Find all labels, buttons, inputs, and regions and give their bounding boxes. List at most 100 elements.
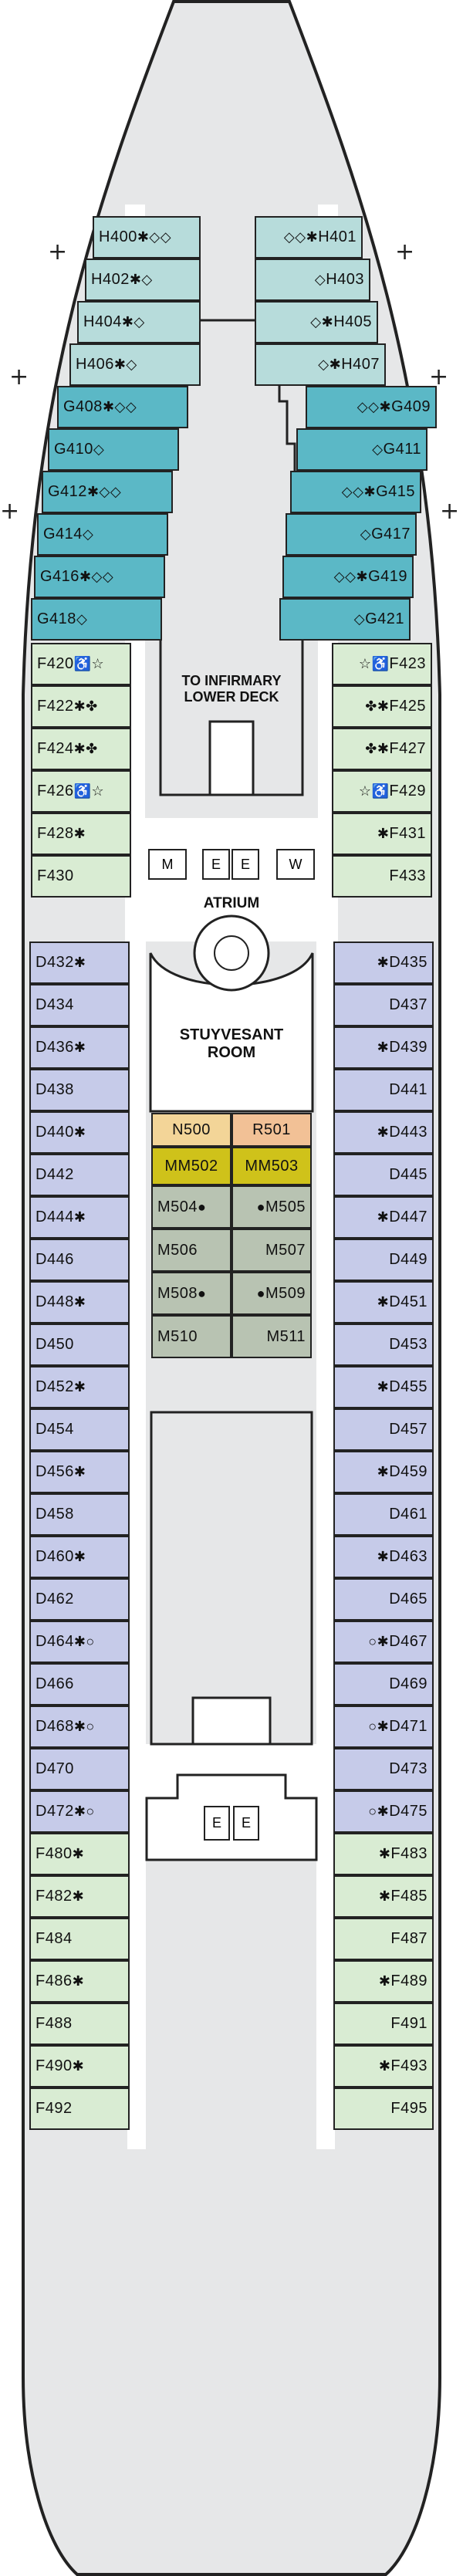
cabin-d472[interactable]: D472✱○	[29, 1790, 130, 1833]
cabin-f425[interactable]: ✤✱F425	[332, 685, 432, 728]
cabin-d446[interactable]: D446	[29, 1239, 130, 1281]
cabin-f487[interactable]: F487	[333, 1918, 434, 1960]
cabin-f430[interactable]: F430	[31, 855, 131, 898]
cabin-g410[interactable]: G410◇	[48, 428, 179, 471]
cabin-d442[interactable]: D442	[29, 1154, 130, 1196]
cabin-m509[interactable]: ●M509	[231, 1272, 312, 1315]
cabin-m505[interactable]: ●M505	[231, 1185, 312, 1229]
cabin-m511[interactable]: M511	[231, 1315, 312, 1358]
cabin-d434[interactable]: D434	[29, 984, 130, 1026]
cabin-g408[interactable]: G408✱◇◇	[57, 386, 188, 428]
cabin-d464[interactable]: D464✱○	[29, 1621, 130, 1663]
cabin-d453[interactable]: D453	[333, 1323, 434, 1366]
cabin-mm502[interactable]: MM502	[151, 1147, 231, 1185]
cabin-d432[interactable]: D432✱	[29, 941, 130, 984]
cabin-d475[interactable]: ○✱D475	[333, 1790, 434, 1833]
cabin-d450[interactable]: D450	[29, 1323, 130, 1366]
cabin-f495[interactable]: F495	[333, 2088, 434, 2130]
cabin-h402[interactable]: H402✱◇	[85, 259, 201, 301]
cabin-d438[interactable]: D438	[29, 1069, 130, 1111]
cabin-g411[interactable]: ◇G411	[296, 428, 428, 471]
cabin-f428[interactable]: F428✱	[31, 813, 131, 855]
cabin-g414[interactable]: G414◇	[37, 513, 168, 556]
cabin-d439[interactable]: ✱D439	[333, 1026, 434, 1069]
cabin-d467[interactable]: ○✱D467	[333, 1621, 434, 1663]
cabin-n500[interactable]: N500	[151, 1113, 231, 1147]
cabin-d449[interactable]: D449	[333, 1239, 434, 1281]
cabin-g416[interactable]: G416✱◇◇	[34, 556, 165, 598]
cabin-h404[interactable]: H404✱◇	[77, 301, 201, 343]
cabin-m506[interactable]: M506	[151, 1229, 231, 1272]
cabin-d455[interactable]: ✱D455	[333, 1366, 434, 1408]
cabin-f486[interactable]: F486✱	[29, 1960, 130, 2003]
cabin-m508[interactable]: M508●	[151, 1272, 231, 1315]
cabin-h403[interactable]: ◇H403	[255, 259, 370, 301]
cabin-f485[interactable]: ✱F485	[333, 1875, 434, 1918]
cabin-f484[interactable]: F484	[29, 1918, 130, 1960]
cabin-g415[interactable]: ◇◇✱G415	[290, 471, 421, 513]
cabin-f491[interactable]: F491	[333, 2003, 434, 2045]
cabin-d437[interactable]: D437	[333, 984, 434, 1026]
cabin-d471[interactable]: ○✱D471	[333, 1706, 434, 1748]
cabin-m510[interactable]: M510	[151, 1315, 231, 1358]
cabin-d468[interactable]: D468✱○	[29, 1706, 130, 1748]
cabin-h400[interactable]: H400✱◇◇	[93, 216, 201, 259]
cabin-f492[interactable]: F492	[29, 2088, 130, 2130]
cabin-d473[interactable]: D473	[333, 1748, 434, 1790]
cabin-d454[interactable]: D454	[29, 1408, 130, 1451]
cabin-g419[interactable]: ◇◇✱G419	[282, 556, 414, 598]
cabin-mm503[interactable]: MM503	[231, 1147, 312, 1185]
cabin-f490[interactable]: F490✱	[29, 2045, 130, 2088]
cabin-f480[interactable]: F480✱	[29, 1833, 130, 1875]
cabin-g417[interactable]: ◇G417	[286, 513, 417, 556]
cabin-d469[interactable]: D469	[333, 1663, 434, 1706]
cabin-d462[interactable]: D462	[29, 1578, 130, 1621]
cabin-f426[interactable]: F426♿☆	[31, 770, 131, 813]
cabin-m504[interactable]: M504●	[151, 1185, 231, 1229]
cabin-m507[interactable]: M507	[231, 1229, 312, 1272]
cabin-f429[interactable]: ☆♿F429	[332, 770, 432, 813]
cabin-d448[interactable]: D448✱	[29, 1281, 130, 1323]
cabin-f493[interactable]: ✱F493	[333, 2045, 434, 2088]
cabin-f431[interactable]: ✱F431	[332, 813, 432, 855]
cabin-d470[interactable]: D470	[29, 1748, 130, 1790]
cabin-d436[interactable]: D436✱	[29, 1026, 130, 1069]
cabin-d440[interactable]: D440✱	[29, 1111, 130, 1154]
cabin-h405[interactable]: ◇✱H405	[255, 301, 378, 343]
cabin-f482[interactable]: F482✱	[29, 1875, 130, 1918]
cabin-d457[interactable]: D457	[333, 1408, 434, 1451]
cabin-h401[interactable]: ◇◇✱H401	[255, 216, 363, 259]
cabin-h406[interactable]: H406✱◇	[69, 343, 201, 386]
cabin-d435[interactable]: ✱D435	[333, 941, 434, 984]
cabin-f433[interactable]: F433	[332, 855, 432, 898]
cabin-g421[interactable]: ◇G421	[279, 598, 411, 641]
cabin-d458[interactable]: D458	[29, 1493, 130, 1536]
cabin-d447[interactable]: ✱D447	[333, 1196, 434, 1239]
cabin-d444[interactable]: D444✱	[29, 1196, 130, 1239]
cabin-d443[interactable]: ✱D443	[333, 1111, 434, 1154]
cabin-r501[interactable]: R501	[231, 1113, 312, 1147]
cabin-g412[interactable]: G412✱◇◇	[42, 471, 173, 513]
cabin-f489[interactable]: ✱F489	[333, 1960, 434, 2003]
cabin-d452[interactable]: D452✱	[29, 1366, 130, 1408]
cabin-f424[interactable]: F424✱✤	[31, 728, 131, 770]
cabin-d463[interactable]: ✱D463	[333, 1536, 434, 1578]
cabin-f483[interactable]: ✱F483	[333, 1833, 434, 1875]
cabin-f422[interactable]: F422✱✤	[31, 685, 131, 728]
cabin-d456[interactable]: D456✱	[29, 1451, 130, 1493]
cabin-f423[interactable]: ☆♿F423	[332, 643, 432, 685]
cabin-f427[interactable]: ✤✱F427	[332, 728, 432, 770]
cabin-d461[interactable]: D461	[333, 1493, 434, 1536]
cabin-d445[interactable]: D445	[333, 1154, 434, 1196]
cabin-d459[interactable]: ✱D459	[333, 1451, 434, 1493]
cabin-d441[interactable]: D441	[333, 1069, 434, 1111]
cabin-f420[interactable]: F420♿☆	[31, 643, 131, 685]
cabin-d451[interactable]: ✱D451	[333, 1281, 434, 1323]
cabin-d466[interactable]: D466	[29, 1663, 130, 1706]
cabin-g409[interactable]: ◇◇✱G409	[306, 386, 437, 428]
cabin-f488[interactable]: F488	[29, 2003, 130, 2045]
cabin-h407[interactable]: ◇✱H407	[255, 343, 386, 386]
cabin-d465[interactable]: D465	[333, 1578, 434, 1621]
cabin-g418[interactable]: G418◇	[31, 598, 162, 641]
cabin-d460[interactable]: D460✱	[29, 1536, 130, 1578]
